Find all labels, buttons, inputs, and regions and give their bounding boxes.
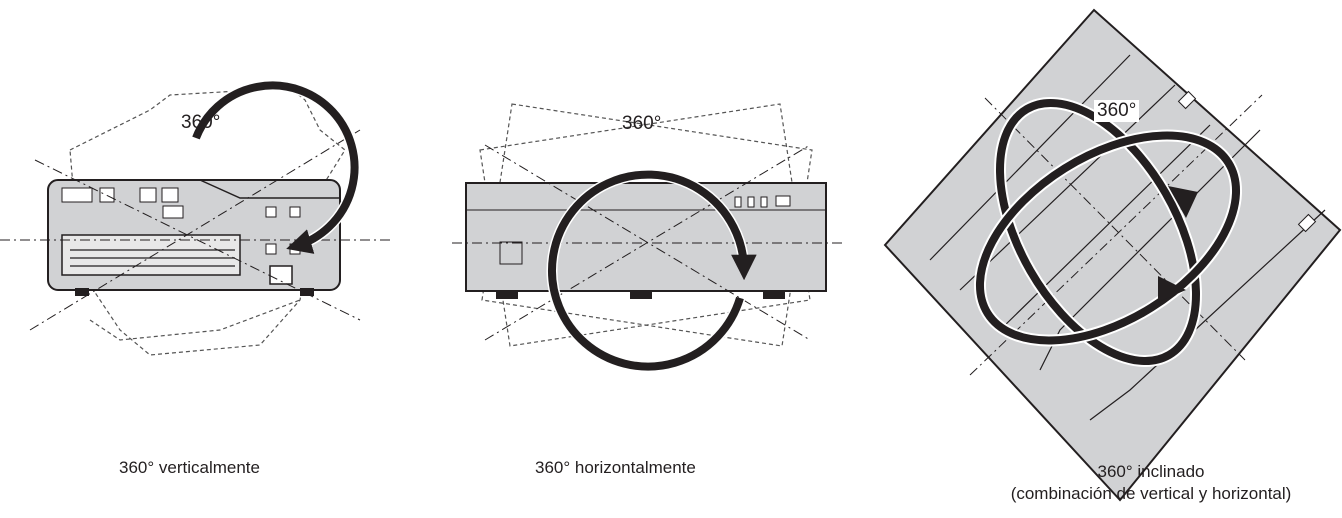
angle-label-vertical: 360° [181, 112, 221, 133]
caption-tilted-line2: (combinación de vertical y horizontal) [1010, 484, 1292, 503]
axis-lines-tilted [969, 94, 1263, 376]
panel-horizontal [452, 103, 842, 373]
projector-side [465, 182, 827, 299]
axis-lines-horizontal [452, 144, 842, 341]
angle-label-tilted: 360° [1094, 100, 1140, 122]
caption-vertical: 360° verticalmente [119, 458, 260, 477]
projector-tilted [883, 8, 1342, 502]
caption-tilted: 360° inclinado (combinación de vertical … [995, 461, 1307, 505]
panel-tilted [883, 8, 1342, 502]
caption-tilted-line1: 360° inclinado [1097, 462, 1205, 481]
panel-vertical [0, 79, 390, 356]
rotation-arrows-tilted [973, 96, 1243, 368]
caption-horizontal: 360° horizontalmente [535, 458, 696, 477]
projector-rear [47, 179, 341, 296]
axis-lines-vertical [0, 129, 390, 331]
angle-label-horizontal: 360° [622, 113, 662, 134]
